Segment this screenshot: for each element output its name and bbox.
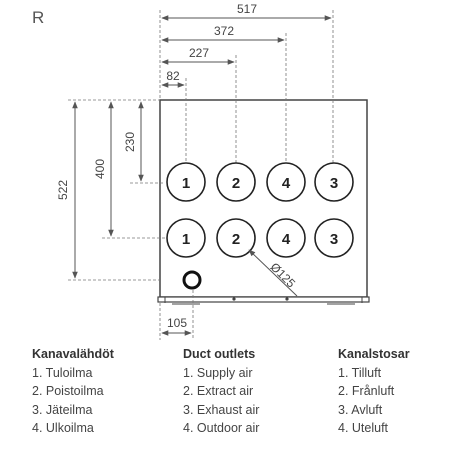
bottom-dimension: 105 (159, 290, 194, 340)
legend-swedish-item: 2. Frånluft (338, 384, 395, 398)
svg-text:3: 3 (330, 231, 338, 248)
side-label: R (32, 8, 45, 27)
svg-text:3: 3 (330, 175, 338, 192)
legend-finnish-item: 1. Tuloilma (32, 365, 93, 380)
outlet-top-4: 4 (266, 162, 306, 202)
legend-english: Duct outlets 1. Supply air 2. Extract ai… (183, 345, 259, 438)
dim-522: 522 (56, 180, 70, 200)
legend-swedish-item: 3. Avluft (338, 402, 383, 417)
legend-english-item: 1. Supply air (183, 365, 253, 380)
legend-finnish-item: 4. Ulkoilma (32, 421, 94, 435)
outlets: 1 2 4 3 1 2 4 3 (166, 162, 354, 290)
outlet-bottom-3: 3 (314, 218, 354, 258)
dim-372: 372 (214, 24, 234, 38)
svg-text:2: 2 (232, 231, 240, 248)
legend-english-heading: Duct outlets (183, 347, 256, 361)
dim-diameter: Ø125 (267, 260, 298, 291)
outlet-bottom-2: 2 (216, 218, 256, 258)
dim-230: 230 (123, 132, 137, 152)
outlet-bottom-4: 4 (266, 218, 306, 258)
legend-swedish: Kanalstosar 1. Tilluft 2. Frånluft 3. Av… (338, 345, 410, 438)
outlet-top-2: 2 (216, 162, 256, 202)
dim-82: 82 (166, 69, 180, 83)
svg-text:4: 4 (282, 175, 291, 192)
svg-text:2: 2 (232, 175, 240, 192)
legend-swedish-item: 1. Tilluft (338, 365, 382, 380)
legend-english-item: 3. Exhaust air (183, 402, 260, 417)
legend-swedish-heading: Kanalstosar (338, 347, 410, 361)
legend-finnish-item: 2. Poistoilma (32, 384, 104, 398)
dim-517: 517 (237, 2, 257, 16)
dim-400: 400 (93, 159, 107, 179)
outlet-top-1: 1 (166, 162, 206, 202)
duct-outlet-drawing: 517 372 227 82 230 400 522 105 1 2 (56, 2, 370, 340)
unit-housing (157, 99, 370, 305)
legend-english-item: 4. Outdoor air (183, 421, 260, 435)
legend-finnish-item: 3. Jäteilma (32, 402, 93, 417)
svg-text:1: 1 (182, 175, 190, 192)
legend-swedish-item: 4. Uteluft (338, 421, 389, 435)
left-dimensions: 230 400 522 (56, 99, 165, 281)
dim-227: 227 (189, 46, 209, 60)
legend-finnish-heading: Kanavalähdöt (32, 347, 114, 361)
dim-105: 105 (167, 316, 187, 330)
outlet-top-3: 3 (314, 162, 354, 202)
svg-text:4: 4 (282, 231, 291, 248)
legend-finnish: Kanavalähdöt 1. Tuloilma 2. Poistoilma 3… (32, 345, 114, 438)
svg-text:1: 1 (182, 231, 190, 248)
legend-english-item: 2. Extract air (183, 384, 254, 398)
top-dimensions: 517 372 227 82 (159, 2, 334, 165)
outlet-bottom-1: 1 (166, 218, 206, 258)
drain-outlet (182, 270, 202, 290)
